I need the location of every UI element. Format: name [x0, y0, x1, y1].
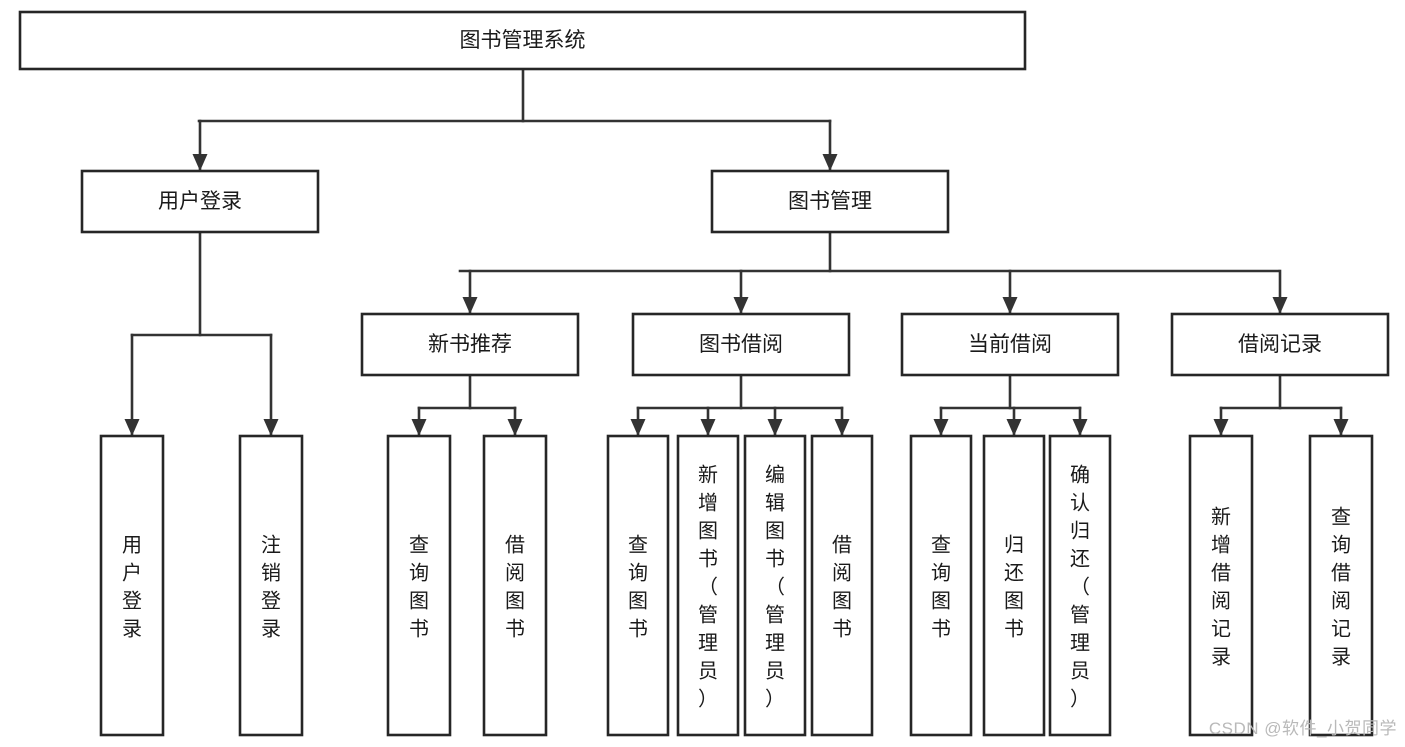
node-label: 图书管理 — [788, 190, 872, 213]
node-label: 新增图书（管理员） — [698, 463, 718, 710]
connector-arrowhead — [411, 419, 427, 436]
node-box — [631, 312, 851, 377]
node-leaf-leaf-logout[interactable]: 注销登录 — [238, 434, 304, 737]
node-level2-current-borrow[interactable]: 当前借阅 — [900, 312, 1120, 377]
node-box — [810, 434, 874, 737]
node-box — [482, 434, 548, 737]
node-leaf-leaf-query-book-1[interactable]: 查询图书 — [386, 434, 452, 737]
node-label: 编辑图书（管理员） — [765, 463, 785, 710]
node-box — [900, 312, 1120, 377]
node-label: 用户登录 — [122, 534, 142, 640]
node-label: 新增借阅记录 — [1211, 505, 1231, 668]
connector-arrowhead — [507, 419, 523, 436]
node-box — [676, 434, 740, 737]
node-leaf-leaf-borrow-book-1[interactable]: 借阅图书 — [482, 434, 548, 737]
node-root-system-title[interactable]: 图书管理系统 — [18, 10, 1027, 71]
csdn-watermark: CSDN @软件_小贺同学 — [1208, 719, 1397, 738]
node-box — [909, 434, 973, 737]
node-box — [743, 434, 807, 737]
node-label: 借阅图书 — [832, 533, 852, 640]
node-box — [360, 312, 580, 377]
connector-arrowhead — [192, 154, 208, 171]
node-label: 图书借阅 — [699, 333, 783, 356]
node-box — [606, 434, 670, 737]
node-leaf-leaf-query-record[interactable]: 查询借阅记录 — [1308, 434, 1374, 737]
node-level1-user-login[interactable]: 用户登录 — [80, 169, 320, 234]
node-leaf-leaf-query-book-3[interactable]: 查询图书 — [909, 434, 973, 737]
node-label: 图书管理系统 — [460, 29, 586, 52]
connector-arrowhead — [1333, 419, 1349, 436]
node-box — [710, 169, 950, 234]
connector-arrowhead — [933, 419, 949, 436]
node-level2-borrow-record[interactable]: 借阅记录 — [1170, 312, 1390, 377]
node-box — [80, 169, 320, 234]
node-leaf-leaf-add-record[interactable]: 新增借阅记录 — [1188, 434, 1254, 737]
node-label: 借阅记录 — [1238, 333, 1322, 356]
connector-arrowhead — [263, 419, 279, 436]
node-box — [982, 434, 1046, 737]
nodes-layer: 图书管理系统用户登录图书管理新书推荐图书借阅当前借阅借阅记录用户登录注销登录查询… — [18, 10, 1390, 737]
node-box — [99, 434, 165, 737]
node-box — [1048, 434, 1112, 737]
connector-arrowhead — [767, 419, 783, 436]
connector-arrowhead — [124, 419, 140, 436]
connector-arrowhead — [700, 419, 716, 436]
node-level2-book-borrow[interactable]: 图书借阅 — [631, 312, 851, 377]
connectors-layer — [124, 67, 1349, 437]
node-leaf-leaf-return-book[interactable]: 归还图书 — [982, 434, 1046, 737]
node-leaf-leaf-borrow-book-2[interactable]: 借阅图书 — [810, 434, 874, 737]
node-box — [1188, 434, 1254, 737]
node-leaf-leaf-user-login[interactable]: 用户登录 — [99, 434, 165, 737]
connector-arrowhead — [1272, 297, 1288, 314]
connector-arrowhead — [462, 297, 478, 314]
node-label: 查询图书 — [931, 533, 951, 640]
connector-arrowhead — [822, 154, 838, 171]
node-box — [238, 434, 304, 737]
node-label: 注销登录 — [261, 533, 281, 640]
connector-arrowhead — [733, 297, 749, 314]
node-label: 借阅图书 — [505, 533, 525, 640]
node-label: 查询图书 — [628, 533, 648, 640]
node-level2-new-book-rec[interactable]: 新书推荐 — [360, 312, 580, 377]
node-label: 查询图书 — [409, 533, 429, 640]
node-label: 当前借阅 — [968, 333, 1052, 356]
connector-arrowhead — [1072, 419, 1088, 436]
connector-arrowhead — [1006, 419, 1022, 436]
node-label: 用户登录 — [158, 190, 242, 213]
node-leaf-leaf-query-book-2[interactable]: 查询图书 — [606, 434, 670, 737]
node-leaf-leaf-edit-book[interactable]: 编辑图书（管理员） — [743, 434, 807, 737]
connector-arrowhead — [630, 419, 646, 436]
node-level1-book-manage[interactable]: 图书管理 — [710, 169, 950, 234]
node-label: 确认归还（管理员） — [1070, 463, 1090, 710]
node-box — [1170, 312, 1390, 377]
node-label: 新书推荐 — [428, 333, 512, 356]
node-leaf-leaf-confirm-return[interactable]: 确认归还（管理员） — [1048, 434, 1112, 737]
connector-arrowhead — [834, 419, 850, 436]
node-box — [386, 434, 452, 737]
node-leaf-leaf-add-book[interactable]: 新增图书（管理员） — [676, 434, 740, 737]
node-box — [1308, 434, 1374, 737]
node-label: 查询借阅记录 — [1331, 505, 1351, 668]
connector-arrowhead — [1002, 297, 1018, 314]
node-box — [18, 10, 1027, 71]
node-label: 归还图书 — [1004, 533, 1024, 640]
connector-arrowhead — [1213, 419, 1229, 436]
